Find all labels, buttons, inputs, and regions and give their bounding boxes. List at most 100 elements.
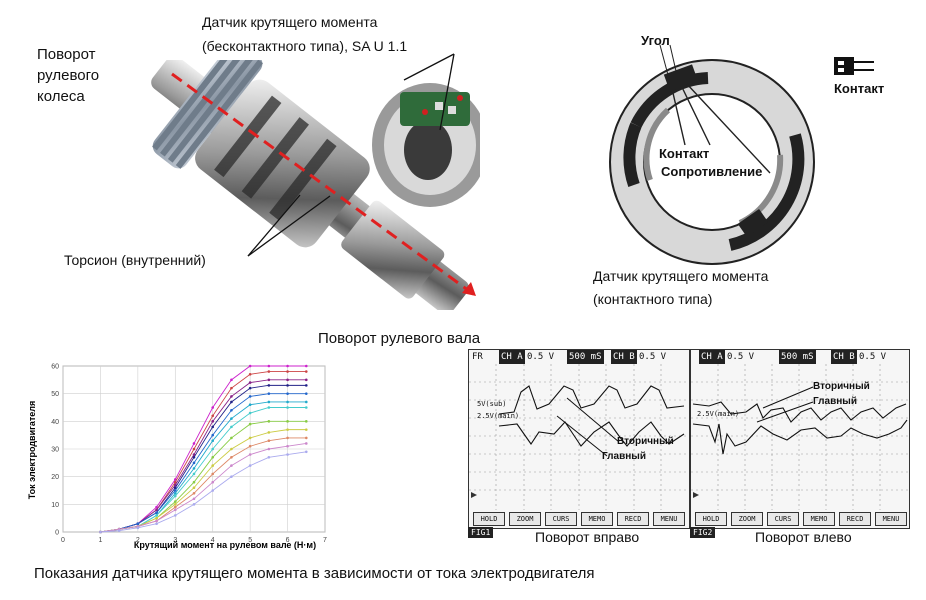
chart-x-tick: 1: [98, 537, 102, 544]
contact-label-inner: Контакт: [659, 146, 710, 161]
chart-point: [173, 483, 177, 487]
chart-x-tick: 7: [323, 537, 327, 544]
osc1-header: FR CH A 0.5 V 500 mS CH B 0.5 V: [469, 350, 689, 364]
osc1-button-memo[interactable]: MEMO: [581, 512, 613, 526]
chart-y-tick: 0: [55, 530, 59, 537]
osc2-button-menu[interactable]: MENU: [875, 512, 907, 526]
osc1-secondary-label: Вторичный: [617, 436, 674, 447]
contact-label-right: Контакт: [834, 81, 885, 96]
osc2-label-25v: 2.5V(main): [697, 410, 740, 418]
osc1-button-menu[interactable]: MENU: [653, 512, 685, 526]
osc1-fig-tag: FIG1: [468, 527, 494, 538]
osc2-button-hold[interactable]: HOLD: [695, 512, 727, 526]
osc2-button-zoom[interactable]: ZOOM: [731, 512, 763, 526]
osc1-pointer-lines: [556, 397, 620, 457]
osc1-button-hold[interactable]: HOLD: [473, 512, 505, 526]
osc2-button-recd[interactable]: RECD: [839, 512, 871, 526]
chart-point: [248, 403, 252, 407]
chart-point: [248, 381, 252, 384]
osc2-trace-secondary: [692, 401, 907, 423]
osc1-button-recd[interactable]: RECD: [617, 512, 649, 526]
chart-point: [173, 500, 177, 503]
osc1-caption: Поворот вправо: [535, 529, 640, 545]
chart-point: [304, 400, 308, 404]
chart-point: [155, 519, 158, 523]
chart-point: [230, 447, 233, 451]
chart-point: [173, 505, 177, 509]
chart-y-tick: 30: [51, 447, 59, 454]
chart-point: [267, 447, 271, 451]
chart-x-tick: 6: [286, 537, 290, 544]
osc1-button-curs[interactable]: CURS: [545, 512, 577, 526]
chart-point: [230, 417, 233, 420]
chart-point: [304, 420, 308, 423]
chart-point: [230, 475, 233, 478]
chart-point: [173, 508, 177, 512]
chart-point: [267, 364, 271, 368]
chart-point: [304, 384, 308, 387]
osc2-screen: [691, 364, 909, 510]
contact-sensor-caption-2: (контактного типа): [593, 291, 713, 307]
osc2-caption: Поворот влево: [755, 529, 852, 545]
osc1-button-zoom[interactable]: ZOOM: [509, 512, 541, 526]
chart-point: [267, 400, 271, 404]
contact-sensor-caption-1: Датчик крутящего момента: [593, 268, 769, 284]
contact-sensor-diagram: [590, 35, 830, 265]
chart-point: [304, 436, 308, 440]
chart-point: [286, 384, 289, 387]
chart-y-tick: 10: [51, 502, 59, 509]
chart-point: [192, 461, 196, 465]
chart-point: [192, 442, 196, 445]
osc2-button-curs[interactable]: CURS: [767, 512, 799, 526]
chart-x-tick: 5: [248, 537, 252, 544]
chart-point: [286, 406, 289, 409]
chart-point: [155, 508, 158, 512]
chart-point: [211, 406, 215, 409]
osc2-fig-tag: FIG2: [690, 527, 716, 538]
chart-point: [248, 422, 252, 426]
osc1-screen: [469, 364, 689, 510]
osc2-header: CH A 0.5 V 500 mS CH B 0.5 V: [691, 350, 909, 364]
chart-y-tick: 40: [51, 419, 59, 426]
chart-point: [192, 497, 196, 501]
osc2-button-memo[interactable]: MEMO: [803, 512, 835, 526]
chart-point: [267, 384, 271, 387]
chart-point: [304, 364, 308, 368]
chart-point: [286, 392, 289, 395]
resistance-label: Сопротивление: [661, 164, 763, 179]
chart-point: [230, 395, 233, 398]
chart-point: [173, 489, 177, 492]
chart-series-line-11: [100, 451, 307, 533]
osc1-cha-val: 0.5 V: [527, 352, 555, 362]
chart-point: [230, 425, 233, 429]
chart-y-axis-label: Ток электродвигателя: [27, 401, 37, 500]
chart-point: [267, 378, 271, 382]
chart-point: [192, 486, 196, 490]
osc1-time: 500 mS: [567, 350, 604, 364]
bottom-caption: Показания датчика крутящего момента в за…: [34, 565, 595, 582]
chart-point: [192, 491, 196, 495]
chart-point: [192, 467, 196, 470]
chart-point: [192, 503, 196, 506]
chart-point: [248, 436, 252, 440]
chart-point: [173, 514, 177, 517]
osc2-cha: CH A: [699, 350, 725, 364]
chart-point: [248, 373, 252, 376]
chart-point: [192, 453, 196, 456]
chart-point: [211, 414, 215, 418]
chart-y-tick: 60: [51, 364, 59, 371]
chart-point: [211, 420, 215, 423]
osc1-label-5v: 5V(sub): [477, 400, 507, 408]
chart-series-line-4: [100, 393, 307, 533]
chart-point: [267, 420, 271, 423]
shaft-rotation-label: Поворот рулевого вала: [318, 330, 481, 347]
chart-point: [248, 395, 252, 398]
chart-point: [192, 447, 196, 451]
chart-y-tick: 20: [51, 474, 59, 481]
chart-point: [304, 406, 308, 409]
chart-x-tick: 3: [173, 537, 177, 544]
osc1-trace-secondary: [498, 385, 685, 415]
chart-point: [286, 436, 289, 440]
